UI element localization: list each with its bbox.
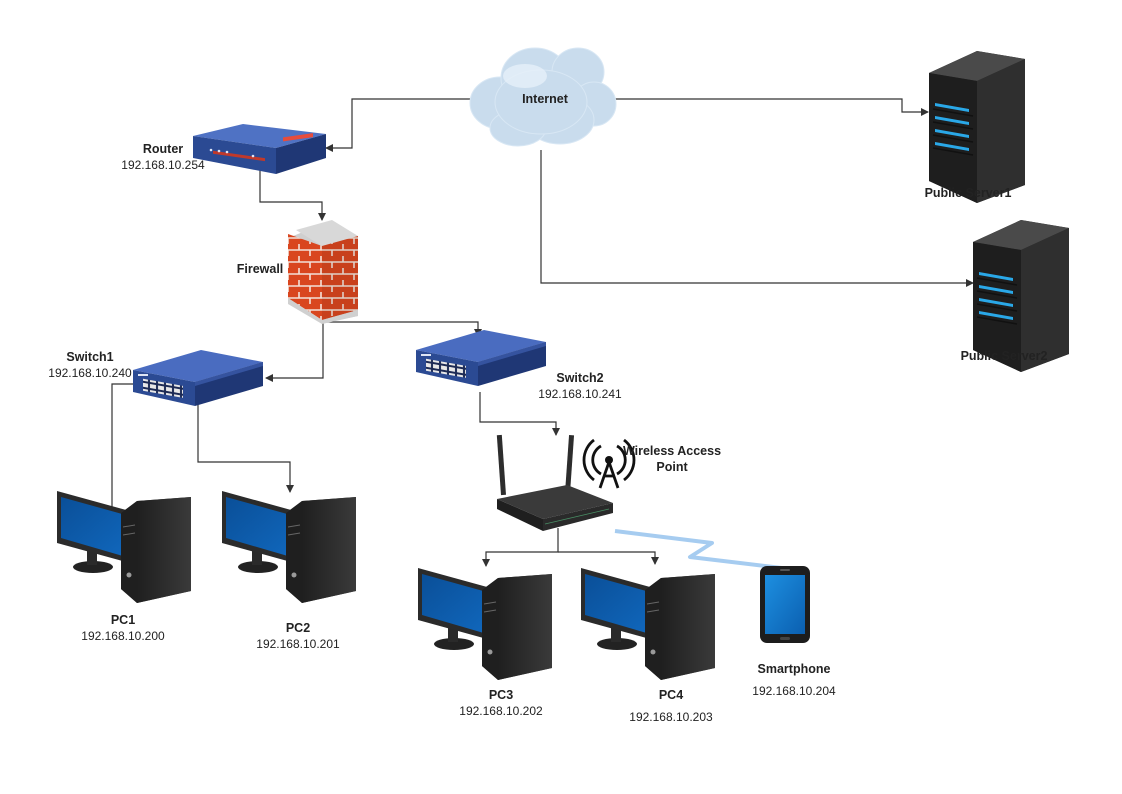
wireless-access-point-icon [496, 434, 613, 531]
router-ip: 192.168.10.254 [121, 157, 205, 172]
pc3-label: PC3 192.168.10.202 [441, 688, 561, 719]
pc4-icon [580, 567, 716, 681]
router-label: Router 192.168.10.254 [104, 142, 222, 173]
wap-label: Wireless Access Point [614, 444, 730, 475]
pc1-ip: 192.168.10.200 [81, 628, 165, 643]
firewall-icon [288, 220, 358, 324]
switch2-name: Switch2 [556, 371, 604, 385]
link-firewall-switch1 [265, 320, 324, 382]
router-icon [193, 124, 326, 174]
pc1-name: PC1 [110, 613, 136, 627]
pc4-ip: 192.168.10.203 [629, 709, 713, 724]
pc2-name: PC2 [285, 621, 311, 635]
link-switch2-wap [479, 392, 560, 436]
switch1-ip: 192.168.10.240 [48, 365, 132, 380]
public-server1-name: Public Server1 [924, 186, 1012, 200]
link-switch1-pc1 [108, 383, 133, 535]
link-switch1-pc2 [197, 398, 294, 493]
switch1-label: Switch1 192.168.10.240 [28, 350, 152, 381]
internet-name: Internet [522, 92, 568, 106]
wap-name-line1: Wireless Access [622, 444, 722, 458]
firewall-label: Firewall [226, 262, 294, 278]
internet-label: Internet [505, 92, 585, 108]
pc4-label: PC4 192.168.10.203 [611, 688, 731, 725]
firewall-name: Firewall [236, 262, 284, 276]
link-internet-router [325, 98, 471, 152]
public-server1-icon [928, 50, 1026, 204]
public-server2-name: Public Server2 [960, 349, 1048, 363]
pc3-ip: 192.168.10.202 [459, 703, 543, 718]
smartphone-label: Smartphone 192.168.10.204 [734, 662, 854, 699]
pc3-name: PC3 [488, 688, 514, 702]
router-name: Router [142, 142, 184, 156]
pc4-name: PC4 [658, 688, 684, 702]
pc1-label: PC1 192.168.10.200 [63, 613, 183, 644]
wireless-link [614, 529, 791, 571]
pc2-ip: 192.168.10.201 [256, 636, 340, 651]
wireless-signal-icon [582, 438, 636, 489]
wap-name-line2: Point [656, 459, 688, 474]
link-firewall-switch2 [323, 321, 482, 337]
switch1-name: Switch1 [66, 350, 114, 364]
link-wap-pc4 [558, 551, 659, 565]
pc1-icon [56, 490, 192, 604]
internet-cloud-icon [469, 47, 617, 147]
link-internet-server1 [611, 98, 929, 116]
link-wap-pc3 [482, 528, 559, 567]
link-internet-server2 [540, 150, 974, 287]
link-router-firewall [259, 165, 326, 221]
switch1-icon [133, 350, 263, 406]
smartphone-name: Smartphone [757, 662, 831, 676]
public-server1-label: Public Server1 [908, 186, 1028, 202]
smartphone-ip: 192.168.10.204 [752, 683, 836, 698]
public-server2-label: Public Server2 [944, 349, 1064, 365]
pc2-label: PC2 192.168.10.201 [238, 621, 358, 652]
switch2-ip: 192.168.10.241 [538, 386, 622, 401]
switch2-label: Switch2 192.168.10.241 [524, 371, 636, 402]
pc3-icon [417, 567, 553, 681]
pc2-icon [221, 490, 357, 604]
smartphone-icon [760, 566, 810, 643]
